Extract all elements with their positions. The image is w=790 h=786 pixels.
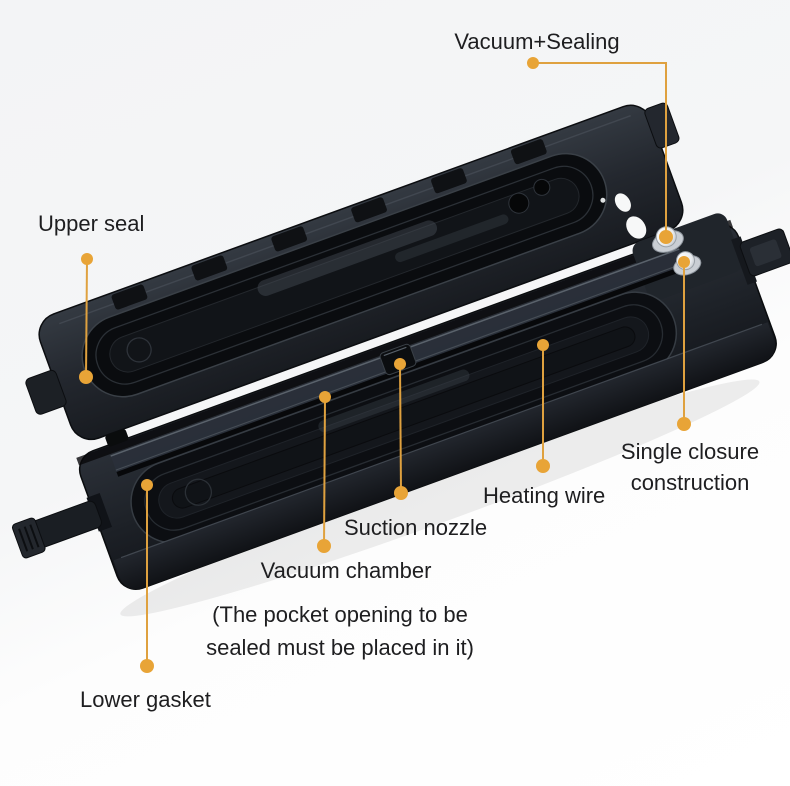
label-vacuum-sealing: Vacuum+Sealing xyxy=(454,29,620,54)
leader-dot xyxy=(317,539,331,553)
leader-dot xyxy=(394,486,408,500)
leader-line-suction-nozzle xyxy=(399,363,402,494)
annotation-leaders xyxy=(79,57,691,673)
label-single-closure: Single closure construction xyxy=(620,439,760,495)
lid-left-tab xyxy=(25,369,67,415)
leader-dot xyxy=(536,459,550,473)
leader-line-vacuum-chamber xyxy=(323,396,326,547)
hinge-nub xyxy=(105,429,129,447)
label-suction-nozzle: Suction nozzle xyxy=(344,515,488,540)
leader-line-vacuum-sealing xyxy=(533,62,667,237)
lid-rib-notches xyxy=(111,139,547,310)
leader-dot xyxy=(394,358,406,370)
lid-vent-holes xyxy=(600,193,647,239)
leader-dot xyxy=(677,417,691,431)
leader-dot xyxy=(537,339,549,351)
device-shadow xyxy=(120,379,760,617)
leader-dot xyxy=(79,370,93,384)
label-lower-gasket: Lower gasket xyxy=(80,687,211,712)
vacuum-chamber-ring xyxy=(130,291,678,544)
leader-line-upper-seal xyxy=(85,258,88,378)
leader-dot xyxy=(81,253,93,265)
leader-dot xyxy=(527,57,539,69)
base-front-face xyxy=(113,322,775,590)
label-vacuum-chamber-note: (The pocket opening to be sealed must be… xyxy=(206,598,474,664)
sealer-base xyxy=(11,213,790,590)
lid-right-step xyxy=(644,102,680,149)
vacuum-sealer-body xyxy=(11,102,790,617)
note-line-2: sealed must be placed in it) xyxy=(206,635,474,660)
leader-dot xyxy=(141,479,153,491)
leader-dot xyxy=(140,659,154,673)
label-heating-wire: Heating wire xyxy=(483,483,606,508)
note-line-1: (The pocket opening to be xyxy=(212,602,468,627)
left-latch-handle xyxy=(11,493,113,559)
sealer-lid xyxy=(25,102,684,441)
leader-dot xyxy=(319,391,331,403)
upper-seal-track xyxy=(81,152,608,398)
label-vacuum-chamber: Vacuum chamber xyxy=(260,558,432,583)
leader-dot xyxy=(678,256,690,268)
leader-dot xyxy=(659,230,673,244)
right-latch xyxy=(731,228,790,285)
label-upper-seal: Upper seal xyxy=(38,211,145,236)
